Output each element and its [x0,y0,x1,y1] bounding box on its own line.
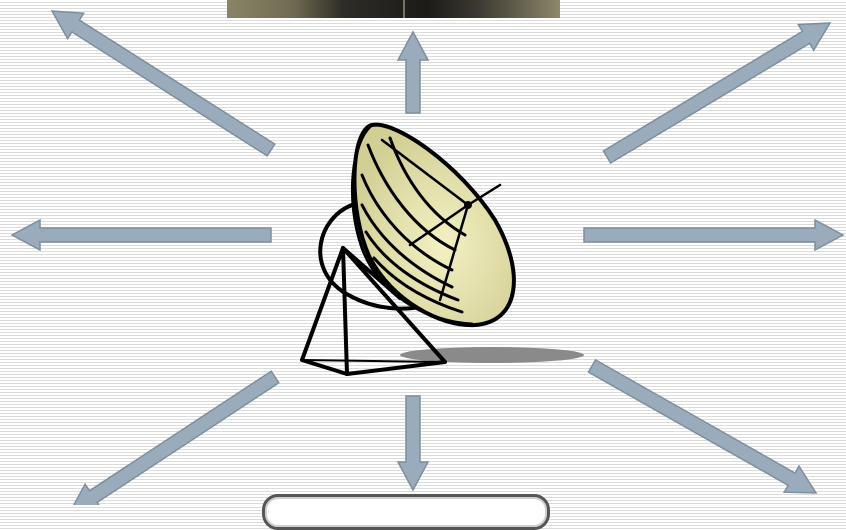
arrow-up-icon [398,32,428,113]
satellite-dish-icon [302,125,584,374]
arrow-right-icon [584,220,843,250]
photo-divider [403,0,405,18]
arrow-down-right-icon [589,360,817,493]
arrow-up-left-icon [52,11,275,156]
dish-feed [464,201,472,209]
dish-shadow [400,347,584,363]
caption-box [262,494,550,530]
photo-strip [227,0,560,18]
arrow-down-left-icon [70,371,279,505]
arrow-up-right-icon [603,23,830,163]
arrow-down-icon [398,396,428,490]
arrow-left-icon [12,220,271,250]
broadcast-diagram [0,0,846,505]
dish-bowl [354,125,513,325]
